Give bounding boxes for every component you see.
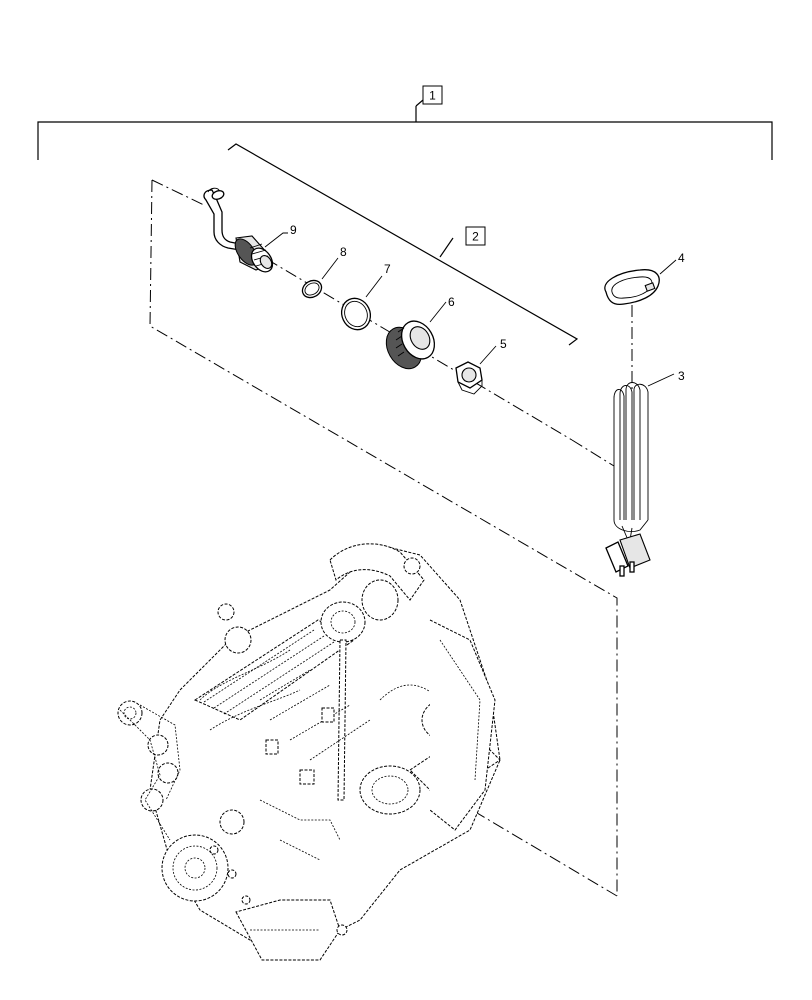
callout-7-label: 7	[384, 262, 391, 276]
callout-4[interactable]: 4	[659, 251, 685, 275]
callout-8[interactable]: 8	[321, 245, 347, 280]
assembly-bracket-2	[227, 143, 579, 346]
callout-1[interactable]: 1	[422, 85, 443, 105]
callout-9-label: 9	[290, 223, 297, 237]
part-5-hex-nut[interactable]	[455, 361, 483, 395]
part-8-o-ring[interactable]	[299, 277, 324, 301]
guide-lines	[149, 179, 633, 897]
callout-2[interactable]: 2	[465, 226, 486, 246]
part-9-heater-element[interactable]	[203, 187, 277, 276]
callout-3[interactable]: 3	[647, 369, 685, 387]
callout-3-label: 3	[678, 369, 685, 383]
callout-5[interactable]: 5	[479, 337, 507, 365]
callout-8-label: 8	[340, 245, 347, 259]
engine-illustration	[117, 543, 501, 961]
part-7-seal-ring[interactable]	[337, 294, 376, 335]
part-4-clamp[interactable]	[604, 269, 660, 306]
callout-6-label: 6	[448, 295, 455, 309]
part-6-adapter[interactable]	[379, 315, 441, 375]
callout-7[interactable]: 7	[365, 262, 391, 298]
part-3-heater-cord[interactable]	[605, 382, 651, 577]
callout-6[interactable]: 6	[429, 295, 455, 323]
callout-9[interactable]: 9	[264, 223, 297, 248]
assembly-bracket-1	[37, 99, 773, 160]
callout-2-label: 2	[472, 230, 479, 244]
callout-1-label: 1	[429, 89, 436, 103]
callout-4-label: 4	[678, 251, 685, 265]
callout-5-label: 5	[500, 337, 507, 351]
